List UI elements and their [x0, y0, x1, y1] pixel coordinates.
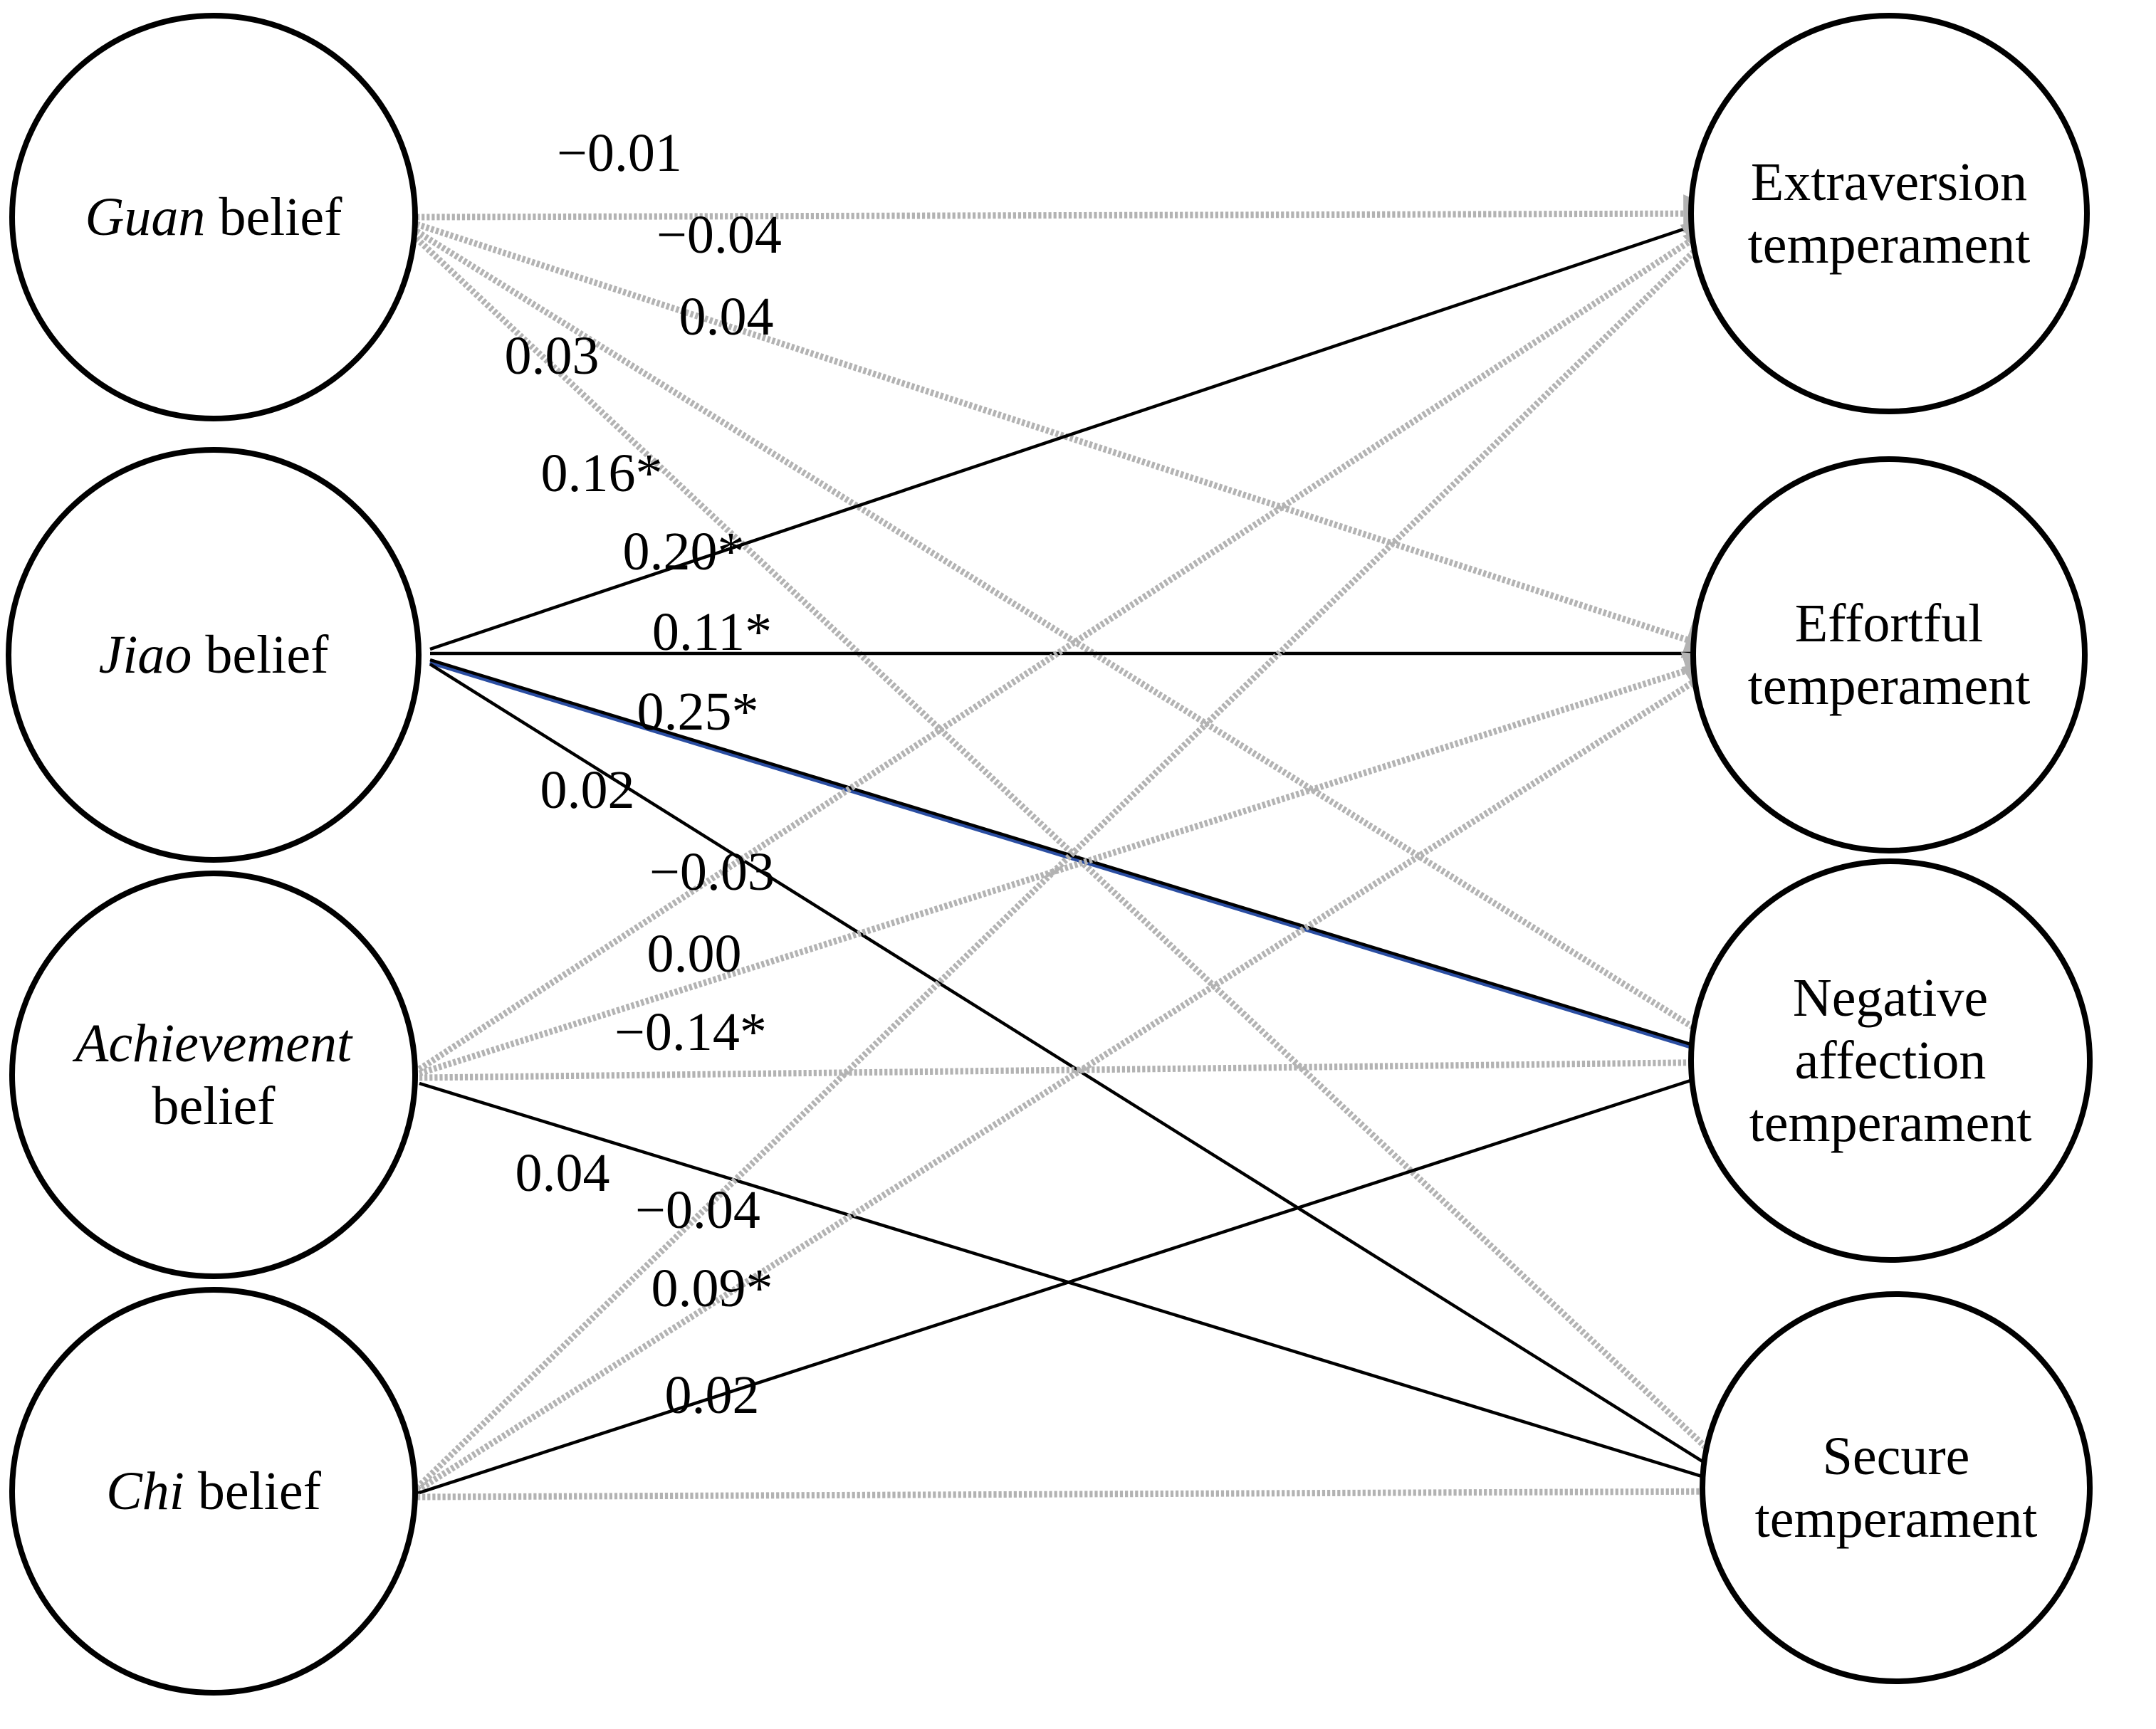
node-circle-negative[interactable] [1688, 858, 2093, 1263]
node-circle-secure[interactable] [1700, 1291, 2093, 1684]
node-circle-chi[interactable] [9, 1287, 418, 1696]
node-circle-achievement[interactable] [9, 871, 418, 1279]
node-circle-extraversion[interactable] [1688, 13, 2090, 414]
node-circle-guan[interactable] [9, 13, 418, 421]
path-edge-jiao-to-extraversion [429, 214, 1725, 651]
path-edge-jiao-to-secure [429, 663, 1747, 1489]
path-edge-guan-to-effortful [415, 221, 1729, 658]
path-edge-achievement-to-secure [419, 1081, 1749, 1493]
path-edge-achievement-to-extraversion [417, 216, 1729, 1072]
node-circle-effortful[interactable] [1690, 456, 2088, 853]
path-edge-guan-to-extraversion [416, 194, 1729, 233]
path-edge-chi-to-secure [417, 1472, 1752, 1511]
node-circle-jiao[interactable] [6, 447, 422, 863]
path-edge-achievement-to-effortful [418, 652, 1729, 1077]
path-edge-chi-to-negative [417, 1061, 1742, 1496]
path-edge-chi-to-effortful [415, 659, 1730, 1493]
